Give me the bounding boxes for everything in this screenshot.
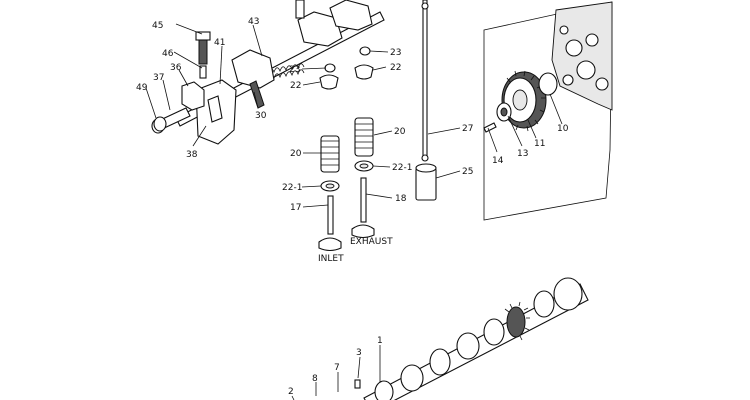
- callout-41: 41: [214, 38, 225, 48]
- callout-46: 46: [162, 49, 174, 59]
- callout-13: 13: [517, 149, 528, 159]
- camshaft: [363, 277, 589, 400]
- inlet-caption: INLET: [318, 254, 344, 264]
- leader-lines: [145, 23, 563, 400]
- callout-7: 7: [334, 363, 340, 373]
- exhaust-valve: [351, 177, 375, 239]
- callout-labels: 45 43 46 41 37 36 49 30 38 23 23 22 22 2…: [136, 17, 569, 397]
- callout-20-inlet: 20: [290, 149, 302, 159]
- callout-27: 27: [462, 124, 473, 134]
- valve-springs: [320, 117, 374, 192]
- rocker-arm-shaft-assembly: [151, 0, 385, 145]
- callout-43: 43: [248, 17, 259, 27]
- idler-gear: [483, 70, 558, 133]
- callout-38: 38: [186, 150, 198, 160]
- callout-14: 14: [492, 156, 504, 166]
- callout-22-1-exhaust: 22-1: [392, 163, 412, 173]
- callout-23-upper: 23: [390, 48, 401, 58]
- o-ring: [153, 116, 167, 132]
- callout-45: 45: [152, 21, 163, 31]
- engine-block-outline: [483, 1, 613, 221]
- callout-22-lower: 22: [290, 81, 301, 91]
- exhaust-caption: EXHAUST: [350, 237, 393, 247]
- callout-22-1-inlet: 22-1: [282, 183, 302, 193]
- callout-22-upper: 22: [390, 63, 401, 73]
- callout-11: 11: [534, 139, 545, 149]
- callout-49: 49: [136, 83, 148, 93]
- callout-36: 36: [170, 63, 182, 73]
- woodruff-key: [354, 379, 361, 389]
- callout-10: 10: [557, 124, 569, 134]
- callout-20-exhaust: 20: [394, 127, 406, 137]
- push-rod: [421, 0, 429, 162]
- callout-18: 18: [395, 194, 407, 204]
- callout-8: 8: [312, 374, 318, 384]
- callout-25: 25: [462, 167, 473, 177]
- tappet: [415, 163, 437, 201]
- callout-23-lower: 23: [289, 65, 300, 75]
- callout-2: 2: [288, 387, 294, 397]
- callout-17: 17: [290, 203, 301, 213]
- callout-37: 37: [153, 73, 164, 83]
- callout-3: 3: [356, 348, 362, 358]
- valve-caps: [319, 46, 374, 90]
- callout-1: 1: [377, 336, 383, 346]
- callout-30: 30: [255, 111, 267, 121]
- inlet-valve: [318, 195, 342, 252]
